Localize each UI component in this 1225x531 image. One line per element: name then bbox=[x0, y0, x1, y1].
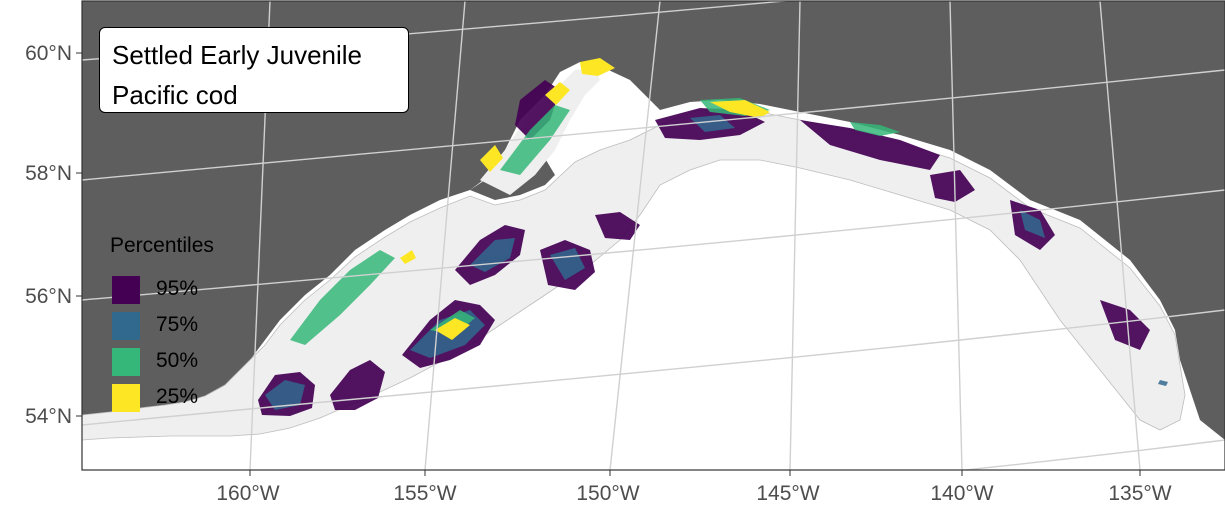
lon-label-155: 155°W bbox=[393, 482, 456, 505]
legend-swatch-25 bbox=[112, 384, 140, 412]
lon-label-160: 160°W bbox=[216, 482, 279, 505]
lat-label-60: 60°N bbox=[25, 42, 72, 65]
lon-label-135: 135°W bbox=[1108, 482, 1171, 505]
legend-label-95: 95% bbox=[156, 277, 199, 300]
lat-label-56: 56°N bbox=[25, 285, 72, 308]
title-line-1: Settled Early Juvenile bbox=[112, 40, 363, 70]
panel-border bbox=[81, 0, 1225, 471]
lat-label-58: 58°N bbox=[25, 162, 72, 185]
lat-label-54: 54°N bbox=[25, 405, 72, 428]
legend-label-50: 50% bbox=[156, 349, 199, 372]
land-southeast-islands bbox=[1160, 300, 1225, 440]
legend-label-25: 25% bbox=[156, 385, 199, 408]
lat-axis: 60°N 58°N 56°N 54°N bbox=[25, 42, 82, 428]
legend: Percentiles 95% 75% 50% 25% bbox=[104, 228, 244, 428]
lon-label-140: 140°W bbox=[930, 482, 993, 505]
legend-swatch-95 bbox=[112, 276, 140, 304]
lon-axis: 160°W 155°W 150°W 145°W 140°W 135°W bbox=[216, 470, 1172, 505]
title-line-2: Pacific cod bbox=[112, 80, 238, 110]
legend-title: Percentiles bbox=[110, 234, 214, 257]
lon-label-145: 145°W bbox=[756, 482, 819, 505]
title-box: Settled Early Juvenile Pacific cod bbox=[99, 27, 409, 113]
legend-label-75: 75% bbox=[156, 313, 199, 336]
habitat-25 bbox=[400, 58, 770, 340]
legend-swatch-75 bbox=[112, 312, 140, 340]
legend-swatch-50 bbox=[112, 348, 140, 376]
lon-label-150: 150°W bbox=[576, 482, 639, 505]
